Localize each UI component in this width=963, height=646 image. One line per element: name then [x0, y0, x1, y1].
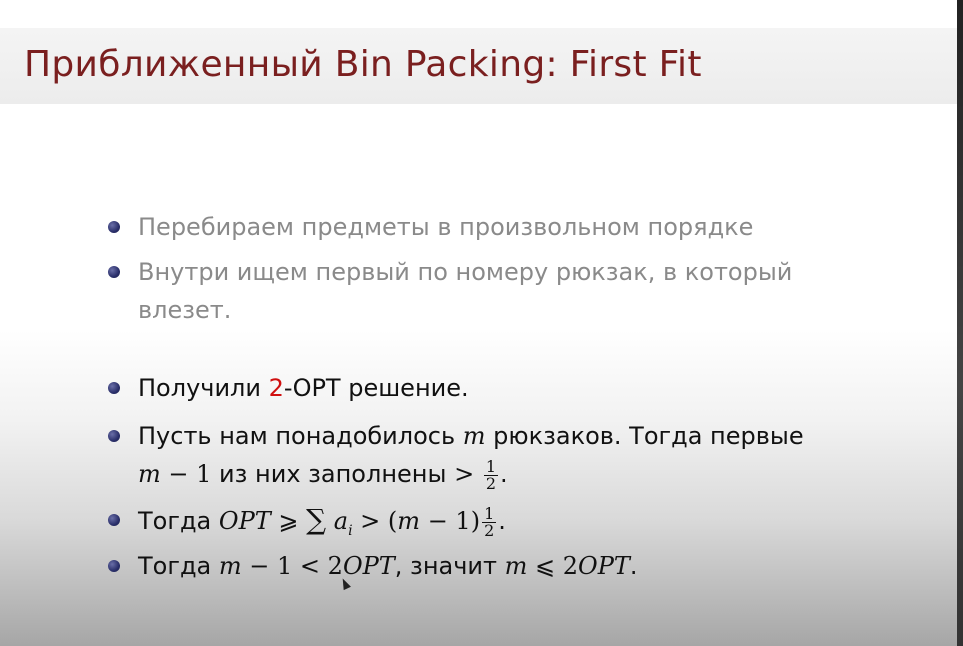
- math-expr: − 1): [420, 507, 481, 535]
- math-var: m: [462, 422, 486, 450]
- text: .: [498, 507, 506, 535]
- slide-title: Приближенный Bin Packing: First Fit: [24, 44, 702, 85]
- title-bar: [0, 28, 963, 104]
- bullet-icon: [108, 430, 120, 442]
- fraction-numerator: 1: [483, 456, 498, 476]
- text: из них заполнены: [211, 460, 455, 488]
- bullet-item-4-line-1: Пусть нам понадобилось m рюкзаков. Тогда…: [138, 416, 804, 456]
- math-var: m: [138, 460, 161, 488]
- bullet-item-6: Тогда m − 1 < 2OPT, значит m ⩽ 2OPT.: [138, 546, 638, 586]
- math-var: a: [333, 507, 349, 535]
- math-operator: ⩾: [270, 507, 307, 535]
- math-var: m: [397, 507, 421, 535]
- bullet-item-1: Перебираем предметы в произвольном поряд…: [138, 213, 754, 241]
- text: , значит: [394, 552, 505, 580]
- math-var: m: [218, 552, 242, 580]
- text: рюкзаков. Тогда первые: [485, 422, 804, 450]
- text: Тогда: [138, 552, 219, 580]
- math-number: 2: [327, 552, 343, 580]
- math-operator: >: [454, 460, 475, 488]
- text: .: [629, 552, 638, 580]
- text: Тогда: [138, 507, 219, 535]
- math-subscript: i: [348, 522, 353, 539]
- highlight-number: 2: [268, 374, 284, 402]
- fraction-denominator: 2: [484, 520, 495, 540]
- math-operator: ⩽: [527, 552, 563, 580]
- bullet-icon: [108, 382, 120, 394]
- fraction-denominator: 2: [485, 473, 496, 493]
- math-number: 2: [562, 552, 579, 580]
- math-operator: >: [352, 507, 388, 535]
- fraction-numerator: 1: [482, 503, 497, 523]
- bullet-item-2-line-1: Внутри ищем первый по номеру рюкзак, в к…: [138, 258, 793, 286]
- window-edge: [957, 0, 963, 646]
- math-var: OPT: [342, 552, 395, 580]
- bullet-item-2-line-2: влезет.: [138, 296, 232, 324]
- math-paren: (: [387, 507, 398, 535]
- text: Пусть нам понадобилось: [138, 422, 463, 450]
- bullet-icon: [108, 560, 120, 572]
- bullet-icon: [108, 266, 120, 278]
- sum-symbol: ∑: [306, 503, 327, 536]
- text: .: [500, 460, 508, 488]
- math-var: OPT: [218, 507, 271, 535]
- math-expr: − 1 <: [241, 552, 328, 580]
- text: -OPT решение.: [283, 374, 469, 402]
- math-expr: − 1: [160, 460, 212, 488]
- bullet-icon: [108, 221, 120, 233]
- math-var: m: [504, 552, 528, 580]
- bullet-item-3: Получили 2-OPT решение.: [138, 368, 469, 408]
- math-var: OPT: [578, 552, 630, 580]
- text: Получили: [138, 374, 269, 402]
- bullet-icon: [108, 514, 120, 526]
